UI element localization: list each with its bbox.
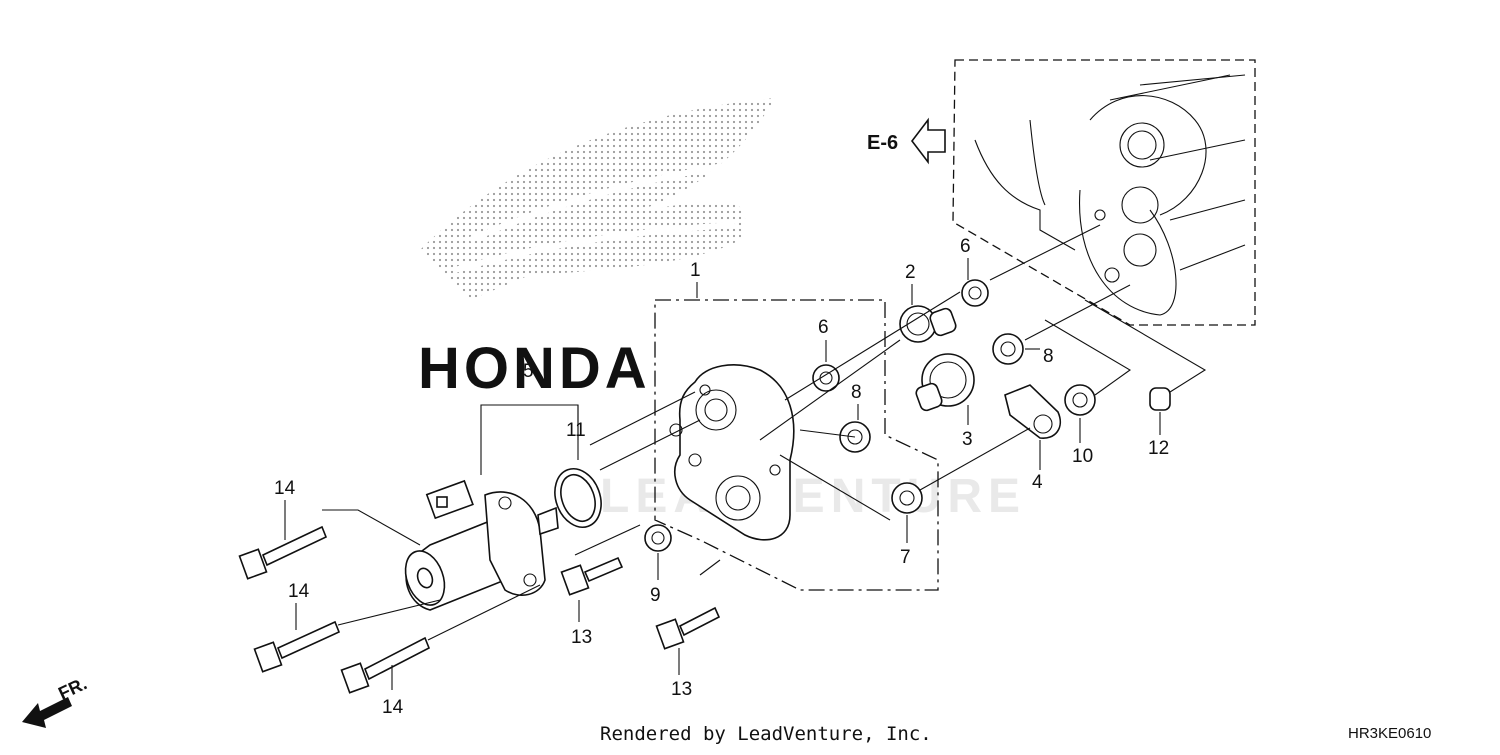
bolt-13a bbox=[560, 556, 624, 596]
sector-arm bbox=[1004, 384, 1062, 439]
shift-motor bbox=[404, 479, 559, 611]
rendered-by-credit: Rendered by LeadVenture, Inc. bbox=[600, 723, 932, 745]
crankcase-section bbox=[952, 59, 1256, 326]
front-label: FR. bbox=[55, 673, 90, 703]
bearing-6a bbox=[812, 364, 840, 392]
bolt-14a bbox=[238, 525, 328, 580]
honda-wing-watermark: HONDA LEADVENTURE bbox=[418, 98, 1026, 523]
callout-10[interactable]: 10 bbox=[1072, 446, 1093, 467]
assembly-1-outline bbox=[654, 299, 939, 591]
bolt-14b bbox=[253, 620, 341, 673]
bearing-10 bbox=[1064, 384, 1096, 416]
gearcase-cover bbox=[669, 364, 795, 541]
callout-13b[interactable]: 13 bbox=[671, 679, 692, 700]
bearing-8b bbox=[992, 333, 1024, 365]
callout-14a[interactable]: 14 bbox=[274, 478, 296, 499]
callout-9[interactable]: 9 bbox=[650, 585, 661, 606]
callout-14c[interactable]: 14 bbox=[382, 697, 404, 718]
callout-5[interactable]: 5 bbox=[523, 361, 534, 382]
callout-ticks bbox=[284, 258, 1161, 690]
leader-lines bbox=[322, 224, 1207, 641]
callout-13a[interactable]: 13 bbox=[571, 627, 592, 648]
callout-12[interactable]: 12 bbox=[1148, 438, 1169, 459]
front-arrow-icon bbox=[22, 697, 72, 728]
callout-8b[interactable]: 8 bbox=[1043, 346, 1054, 367]
washer-9 bbox=[644, 524, 672, 552]
dowel-pin-12 bbox=[1149, 387, 1171, 411]
callout-6b[interactable]: 6 bbox=[960, 236, 971, 257]
bolt-13b bbox=[655, 606, 721, 650]
callout-14b[interactable]: 14 bbox=[288, 581, 310, 602]
gear-2 bbox=[899, 305, 957, 343]
bearing-7 bbox=[891, 482, 923, 514]
front-direction-indicator: FR. bbox=[22, 673, 90, 728]
reference-arrow-icon bbox=[910, 117, 946, 165]
callout-11[interactable]: 11 bbox=[566, 420, 586, 441]
callout-3[interactable]: 3 bbox=[962, 429, 973, 450]
e6-reference[interactable]: E-6 bbox=[867, 117, 946, 165]
callout-6a[interactable]: 6 bbox=[818, 317, 829, 338]
callout-1[interactable]: 1 bbox=[690, 260, 701, 281]
e6-reference-label: E-6 bbox=[867, 132, 898, 154]
diagram-code: HR3KE0610 bbox=[1348, 725, 1431, 742]
bearing-6b bbox=[961, 279, 989, 307]
callout-8a[interactable]: 8 bbox=[851, 382, 862, 403]
honda-text-watermark: HONDA bbox=[418, 336, 651, 401]
leadventure-watermark: LEADVENTURE bbox=[600, 470, 1026, 523]
gear-3 bbox=[915, 353, 975, 412]
callouts: 1 2 3 4 5 6 6 7 8 8 9 10 11 12 13 13 14 … bbox=[274, 236, 1169, 718]
callout-4[interactable]: 4 bbox=[1032, 472, 1043, 493]
bolt-14c bbox=[340, 636, 431, 694]
callout-2[interactable]: 2 bbox=[905, 262, 916, 283]
callout-7[interactable]: 7 bbox=[900, 547, 911, 568]
